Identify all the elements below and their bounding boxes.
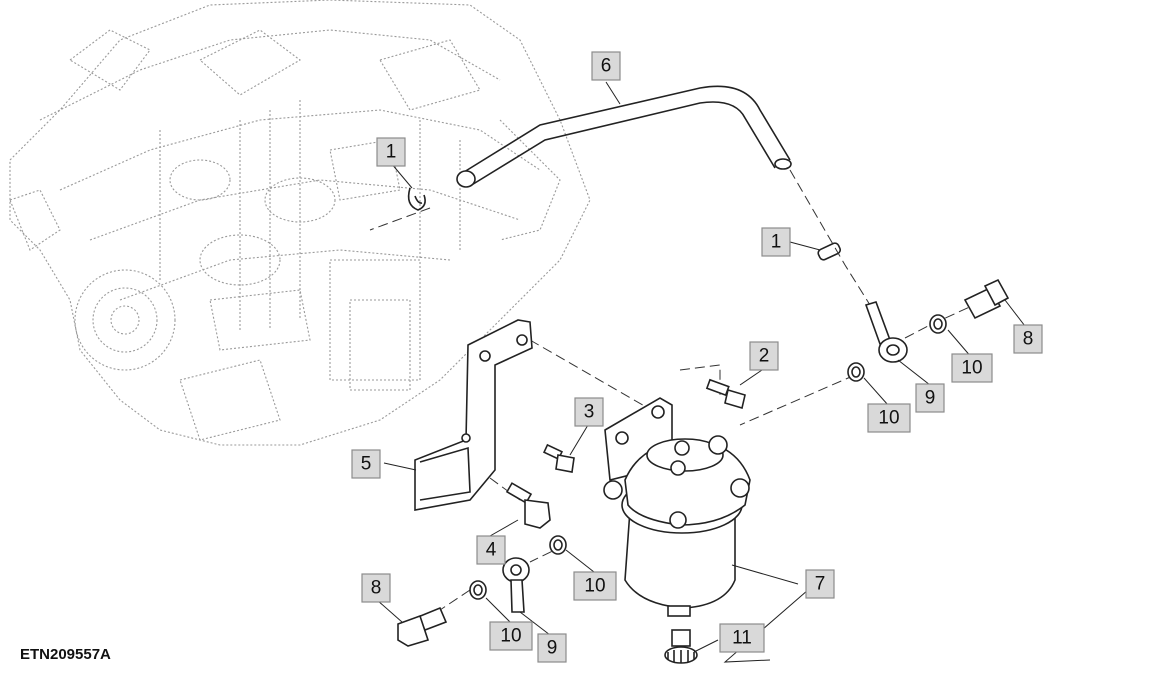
svg-text:8: 8 (371, 578, 382, 599)
svg-text:10: 10 (584, 576, 605, 597)
callout-5: 5 (351, 449, 381, 479)
callout-1-right: 1 (761, 227, 791, 257)
callout-2: 2 (749, 341, 779, 371)
cap-screw-3 (542, 443, 575, 473)
svg-text:1: 1 (386, 142, 397, 163)
engine-phantom-outline (9, 0, 591, 446)
drain-plug (664, 629, 698, 664)
svg-text:10: 10 (500, 626, 521, 647)
svg-text:7: 7 (815, 574, 826, 595)
svg-text:1: 1 (771, 232, 782, 253)
callout-10-upper-right: 10 (951, 353, 993, 383)
banjo-bolt-upper (963, 278, 1010, 320)
svg-text:8: 8 (1023, 329, 1034, 350)
svg-text:11: 11 (732, 628, 752, 649)
callout-8-left: 8 (361, 573, 391, 603)
svg-text:5: 5 (361, 454, 372, 475)
callout-4: 4 (476, 535, 506, 565)
callout-leader-lines (376, 81, 1029, 663)
sealing-washers (469, 314, 947, 600)
fuel-filter-assembly (603, 435, 751, 617)
callout-9-lower: 9 (537, 633, 567, 663)
callout-8-right: 8 (1013, 324, 1043, 354)
hose-clamp-left (407, 187, 426, 211)
callout-10-center: 10 (573, 571, 617, 601)
banjo-fitting-upper (864, 301, 908, 363)
svg-text:9: 9 (547, 638, 558, 659)
svg-text:10: 10 (878, 408, 899, 429)
svg-text:4: 4 (486, 540, 497, 561)
svg-text:9: 9 (925, 388, 936, 409)
cap-screw-2 (705, 378, 746, 410)
banjo-bolt-lower (397, 606, 448, 647)
fuel-hose (456, 85, 792, 188)
figure-id-label: ETN209557A (20, 646, 111, 663)
callout-3: 3 (574, 397, 604, 427)
callout-6: 6 (591, 51, 621, 81)
callout-7: 7 (805, 569, 835, 599)
svg-text:2: 2 (759, 346, 770, 367)
hose-clamp-right (817, 242, 841, 261)
svg-text:3: 3 (584, 402, 595, 423)
callout-10-lower-left: 10 (489, 621, 533, 651)
callout-10-mid-right: 10 (867, 403, 911, 433)
svg-text:10: 10 (961, 358, 982, 379)
callout-9-upper: 9 (915, 383, 945, 413)
callout-11: 11 (719, 623, 765, 653)
svg-text:6: 6 (601, 56, 612, 77)
mounting-bracket (414, 319, 533, 511)
cap-screw-4 (505, 482, 551, 529)
callout-1-left: 1 (376, 137, 406, 167)
banjo-fitting-lower (502, 557, 530, 613)
